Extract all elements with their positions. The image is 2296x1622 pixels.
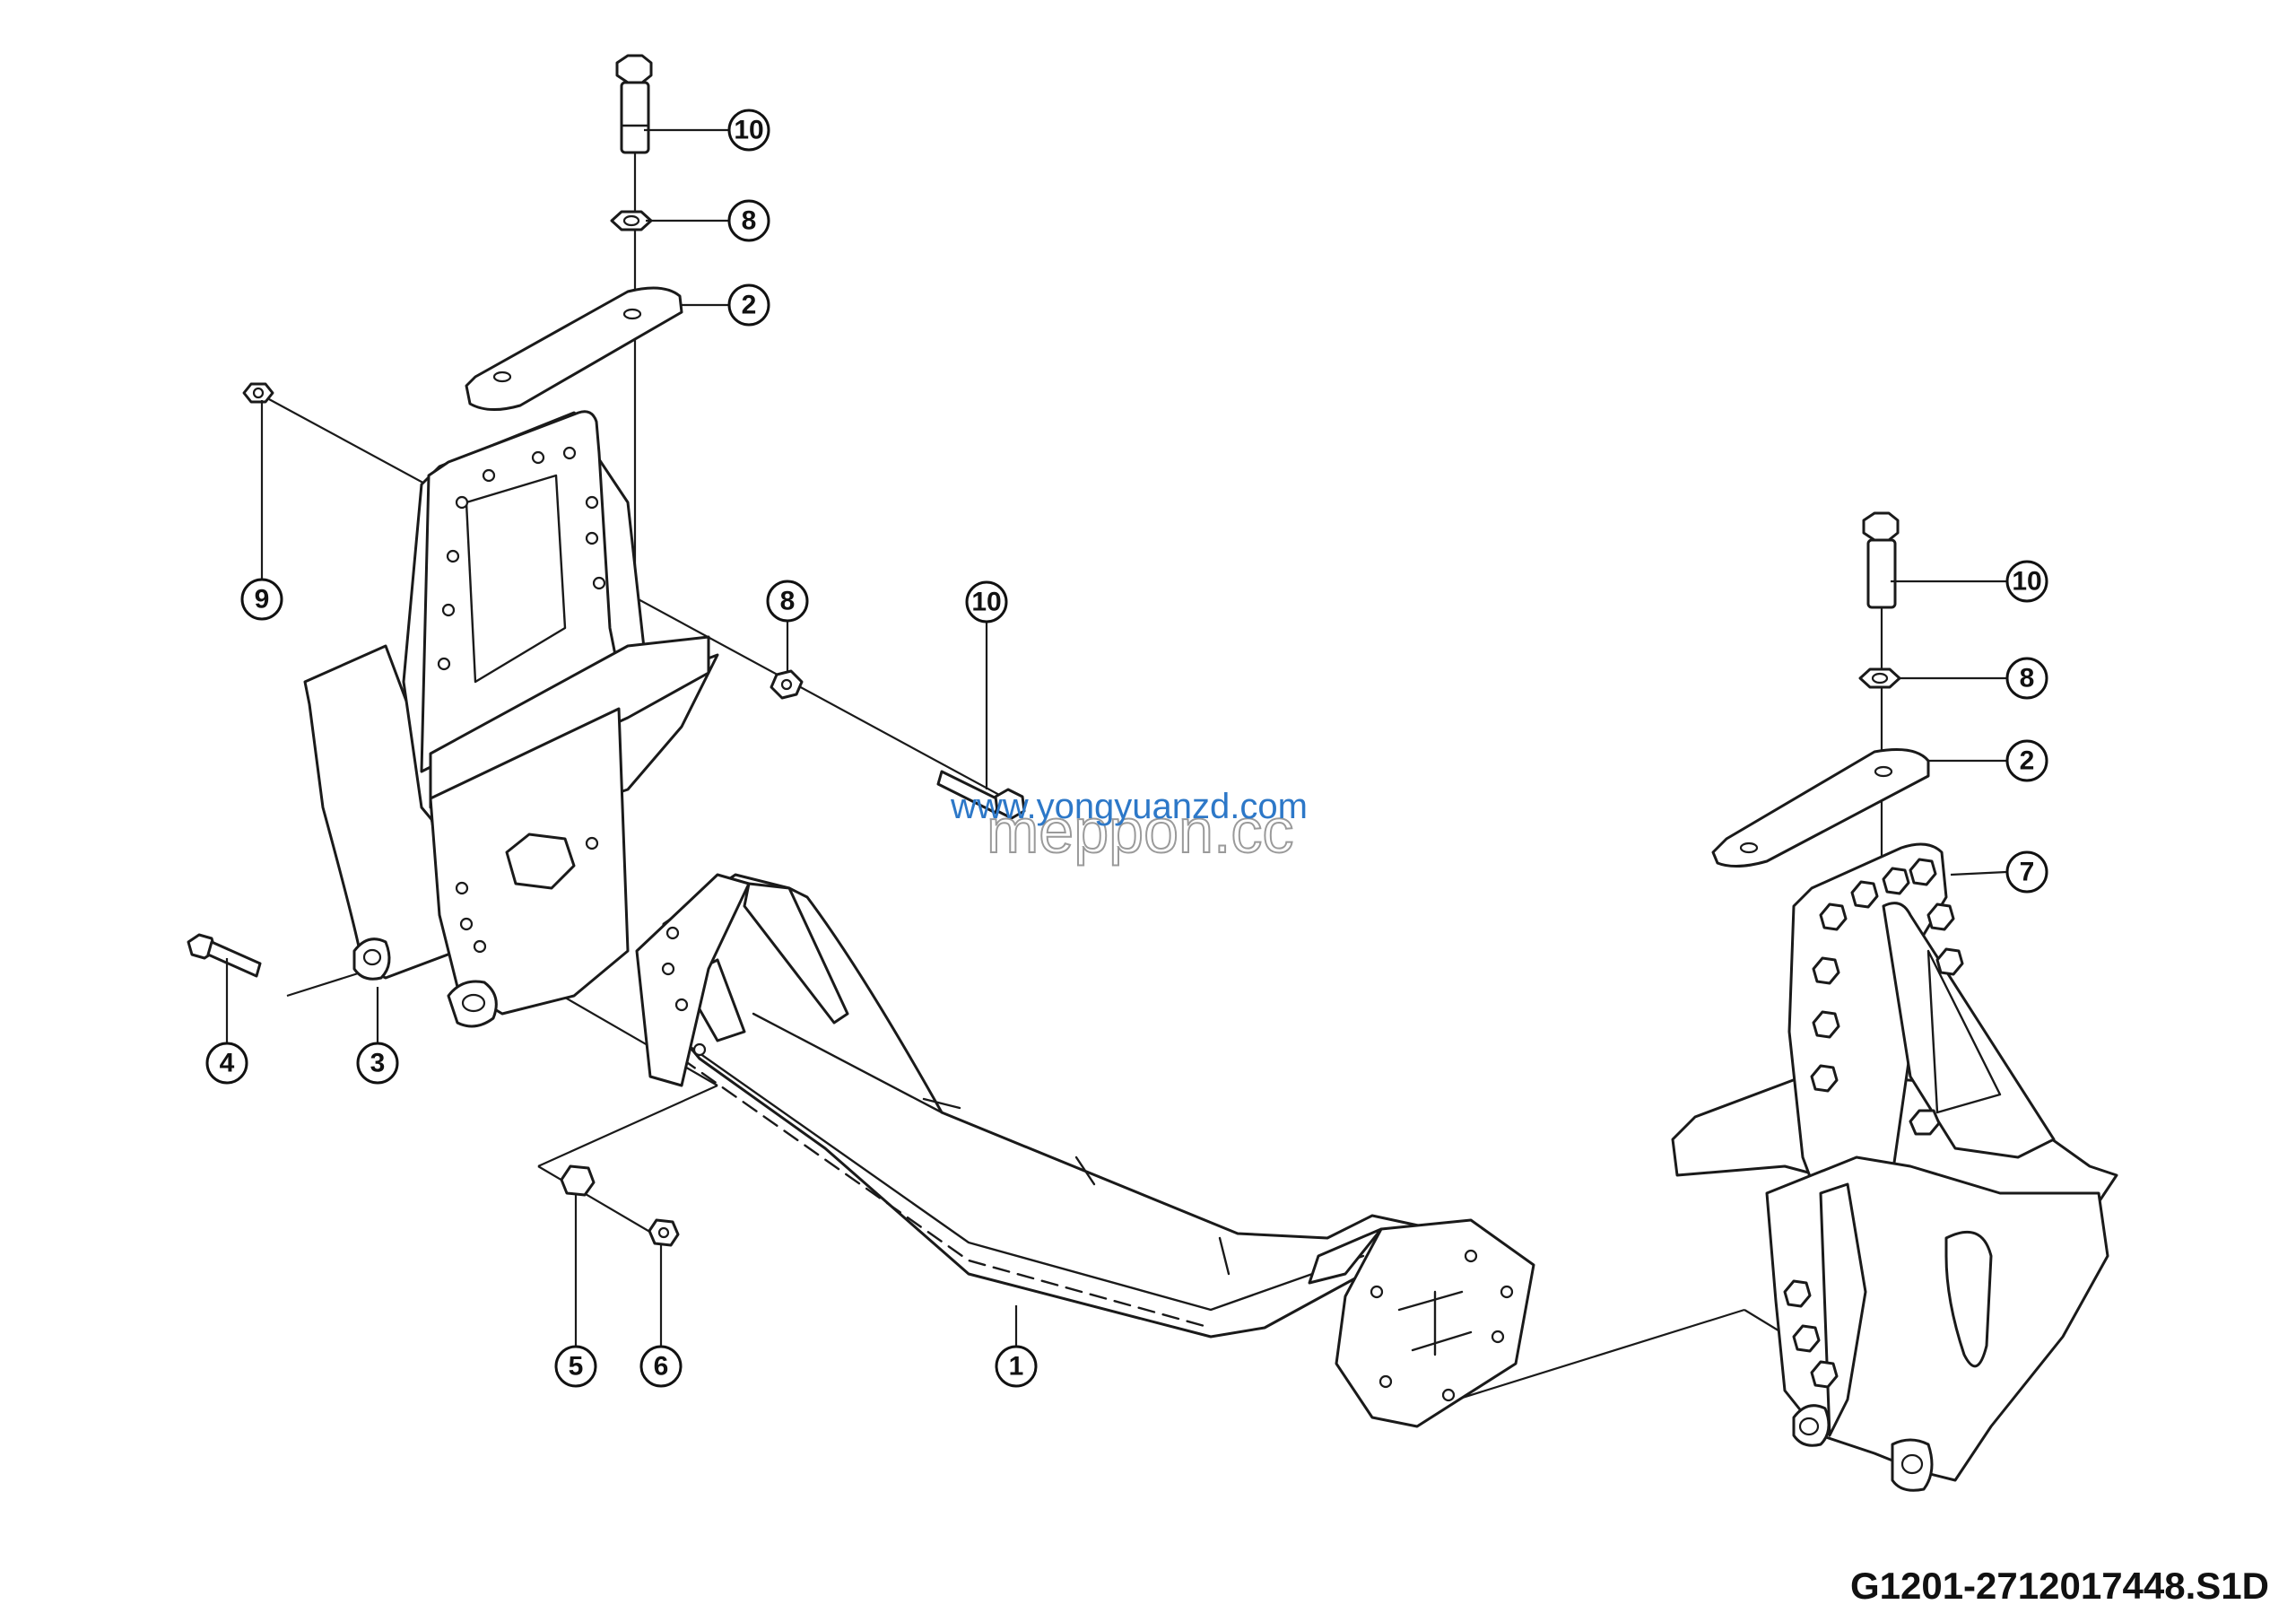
svg-text:10: 10 (734, 116, 763, 145)
callout-8-middle: 8 (766, 580, 809, 623)
svg-text:2: 2 (742, 291, 757, 320)
nut-8-middle (770, 669, 804, 700)
svg-text:8: 8 (2020, 664, 2035, 693)
right-bracket-7 (1671, 842, 2118, 1492)
callout-7: 7 (2005, 850, 2048, 894)
callout-6: 6 (639, 1345, 683, 1388)
svg-text:5: 5 (569, 1352, 584, 1382)
callout-9: 9 (240, 578, 283, 621)
plate-2-upper-right (1711, 748, 1930, 868)
svg-text:7: 7 (2020, 858, 2035, 887)
nut-8-upper-right (1858, 667, 1901, 689)
callouts: 10 8 2 9 8 10 4 (205, 109, 2048, 1388)
callout-10-middle: 10 (965, 580, 1008, 624)
watermark-url: www.yongyuanzd.com (950, 787, 1308, 826)
nut-6 (648, 1218, 680, 1247)
watermark-outline-text: meppon.cc (987, 796, 1293, 866)
axle-beam-1 (635, 873, 1535, 1428)
svg-text:8: 8 (780, 587, 796, 616)
callout-8-upper-right: 8 (2005, 657, 2048, 700)
svg-text:3: 3 (370, 1049, 386, 1078)
callout-10-upper-right: 10 (2005, 560, 2048, 603)
drawing-id: G1201-2712017448.S1D (1850, 1565, 2269, 1607)
bolt-4 (187, 933, 262, 978)
callout-5: 5 (554, 1345, 597, 1388)
callout-8-upper-left: 8 (727, 199, 770, 242)
svg-text:6: 6 (654, 1352, 669, 1382)
svg-text:1: 1 (1009, 1352, 1024, 1382)
plate-2-upper-left (465, 286, 683, 411)
svg-text:4: 4 (220, 1049, 235, 1078)
nut-5 (560, 1164, 596, 1197)
bolt-10-upper-right (1862, 511, 1900, 609)
bracket-3-holes (437, 446, 606, 954)
callout-3: 3 (356, 1042, 399, 1085)
callout-2-upper-right: 2 (2005, 739, 2048, 782)
svg-text:2: 2 (2020, 746, 2035, 776)
svg-text:8: 8 (742, 206, 757, 236)
callout-1: 1 (995, 1345, 1038, 1388)
callout-2-upper-left: 2 (727, 283, 770, 327)
bracket-7-bolt-heads (1783, 858, 1964, 1389)
callout-10-upper-left: 10 (727, 109, 770, 152)
svg-text:10: 10 (971, 588, 1001, 617)
bolt-10-upper-left (615, 54, 653, 154)
nut-9 (242, 382, 274, 404)
left-bracket-3 (303, 410, 719, 1028)
svg-text:9: 9 (255, 585, 270, 615)
nut-8-upper-left (610, 210, 653, 231)
bolt-10-middle (936, 770, 1026, 820)
callout-4: 4 (205, 1042, 248, 1085)
svg-text:10: 10 (2012, 567, 2041, 597)
watermark: meppon.cc www.yongyuanzd.com (950, 787, 1308, 867)
